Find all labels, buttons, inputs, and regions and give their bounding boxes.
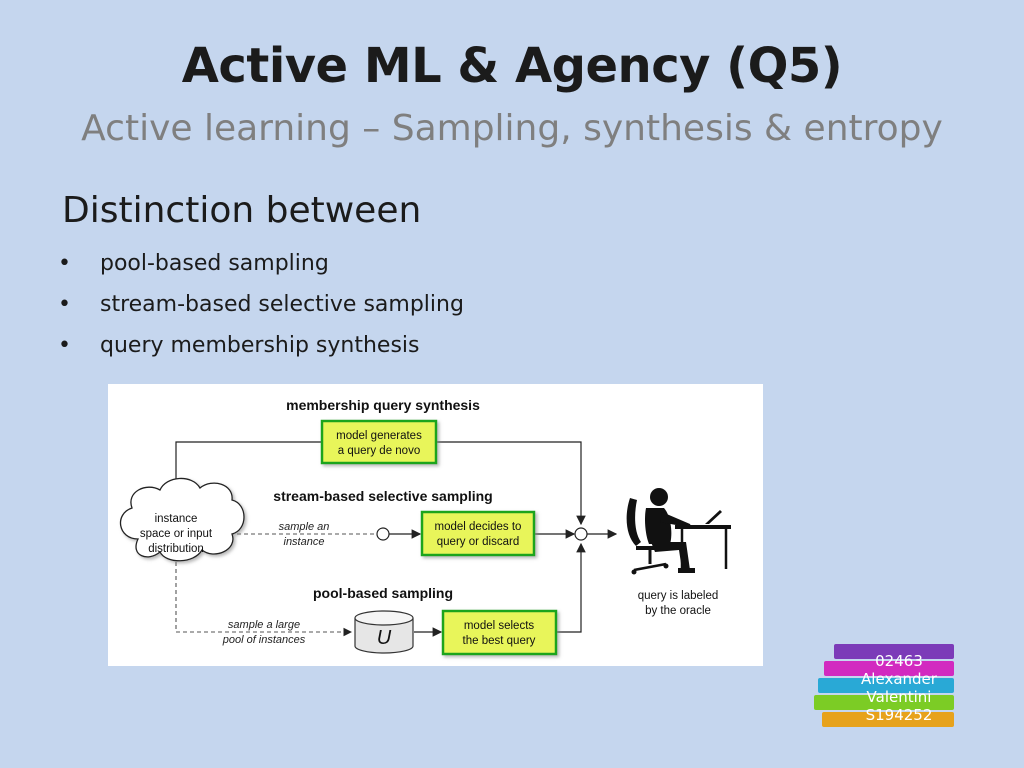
edge-label-pool-of-instances: pool of instances	[222, 634, 306, 646]
badge-stripe	[822, 712, 954, 727]
bullet-text: stream-based selective sampling	[100, 292, 464, 317]
bullet-text: pool-based sampling	[100, 251, 329, 276]
bullet-dot-icon: •	[58, 251, 71, 276]
label-stream-based-sampling: stream-based selective sampling	[273, 488, 492, 504]
badge-stripe	[818, 678, 954, 693]
bullet-item: • stream-based selective sampling	[58, 288, 464, 329]
bullet-dot-icon: •	[58, 292, 71, 317]
diagram-svg: membership query synthesis stream-based …	[119, 397, 731, 656]
box-model-decides: model decides to query or discard	[420, 510, 536, 557]
edge-sample-pool	[175, 562, 353, 637]
badge-stripe	[814, 695, 954, 710]
badge-line-4: S194252	[865, 706, 933, 724]
oracle-label-line-2: by the oracle	[645, 605, 711, 617]
box-decide-line-2: query or discard	[437, 536, 519, 548]
box-generate-line-1: model generates	[336, 430, 422, 442]
box-select-line-2: the best query	[463, 635, 536, 647]
instance-space-cloud: instance space or input distribution	[119, 477, 245, 562]
box-generate-line-2: a query de novo	[338, 445, 420, 457]
slide-title: Active ML & Agency (Q5)	[181, 38, 843, 94]
badge-stripe	[834, 644, 954, 659]
merge-junction-node	[574, 527, 588, 541]
bullet-list: • pool-based sampling • stream-based selec…	[58, 247, 464, 370]
cloud-line-1: instance	[155, 513, 198, 525]
bullet-item: • query membership synthesis	[58, 329, 464, 370]
pool-database-icon: U	[354, 610, 414, 654]
bullet-item: • pool-based sampling	[58, 247, 464, 288]
label-membership-query-synthesis: membership query synthesis	[286, 397, 480, 413]
bullet-text: query membership synthesis	[100, 333, 420, 358]
edge-label-instance: instance	[284, 536, 325, 548]
badge-stripe	[824, 661, 954, 676]
badge-line-1: 02463	[875, 652, 923, 670]
box-select-line-1: model selects	[464, 620, 535, 632]
edge-select-to-merge	[557, 542, 586, 633]
active-learning-diagram: membership query synthesis stream-based …	[108, 384, 763, 666]
slide-subtitle: Active learning – Sampling, synthesis & …	[81, 108, 943, 149]
bullet-dot-icon: •	[58, 333, 71, 358]
label-pool-based-sampling: pool-based sampling	[313, 585, 453, 601]
oracle-person-icon	[626, 488, 731, 575]
pool-symbol: U	[377, 627, 392, 649]
stream-junction-node	[376, 527, 390, 541]
oracle-label-line-1: query is labeled	[638, 590, 719, 602]
cloud-line-2: space or input	[140, 528, 213, 540]
author-badge: 02463 Alexander Valentini S194252	[810, 642, 956, 734]
badge-line-2: Alexander	[861, 670, 937, 688]
section-heading: Distinction between	[62, 190, 422, 231]
box-model-generates: model generates a query de novo	[320, 419, 438, 465]
badge-line-3: Valentini	[866, 688, 932, 706]
edge-label-sample-an: sample an	[279, 521, 330, 533]
edge-label-sample-large: sample a large	[228, 619, 300, 631]
box-model-selects: model selects the best query	[441, 609, 558, 656]
cloud-line-3: distribution	[148, 543, 204, 555]
box-decide-line-1: model decides to	[435, 521, 522, 533]
